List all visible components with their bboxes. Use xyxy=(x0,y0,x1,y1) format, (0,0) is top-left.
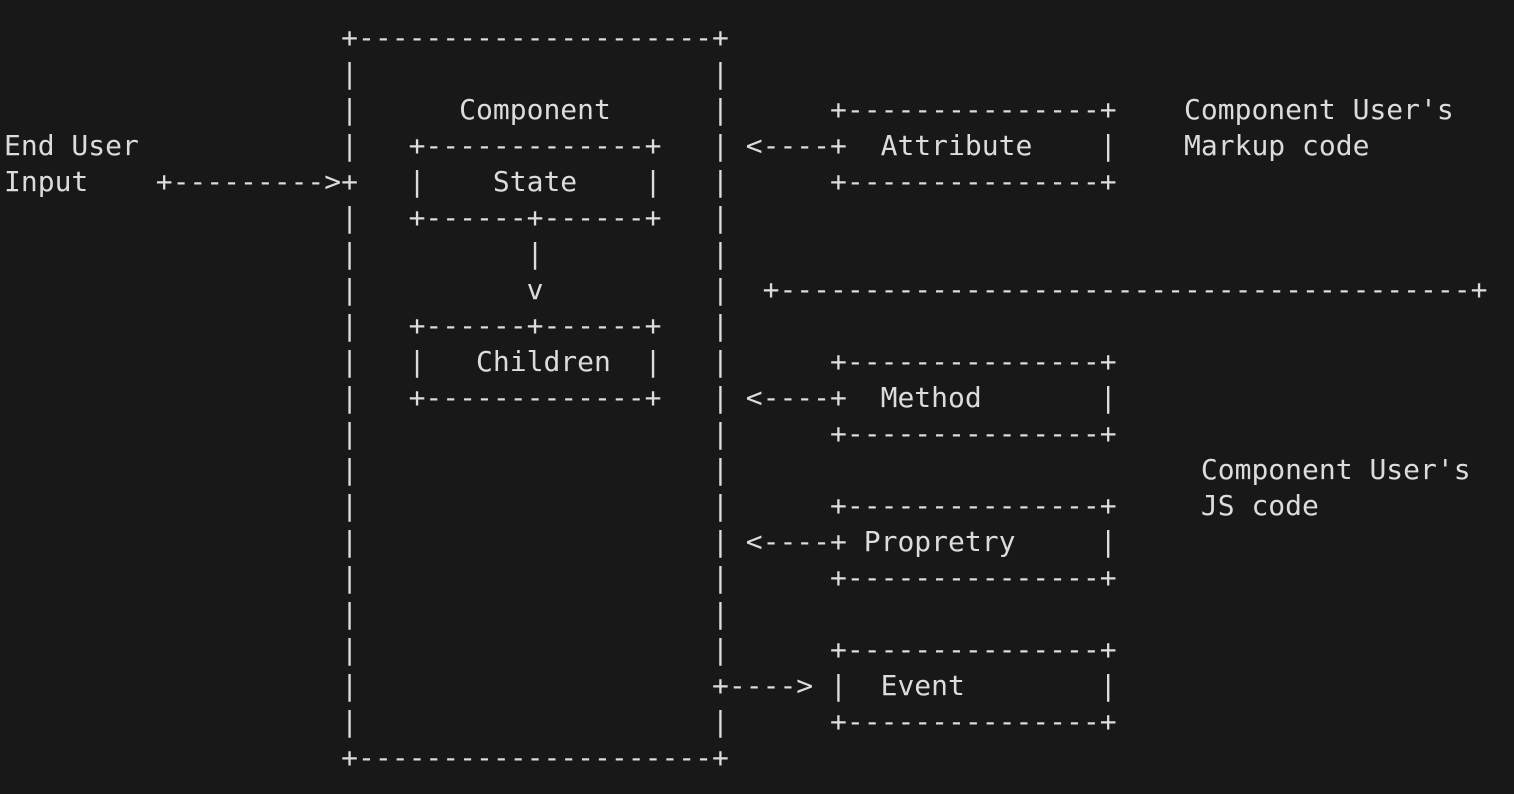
diagram-line-end-user-attribute: End User | +-------------+ | <----+ Attr… xyxy=(4,129,1370,162)
diagram-line-component-title: | Component | +---------------+ Componen… xyxy=(4,93,1454,126)
diagram-line-method: | +-------------+ | <----+ Method | xyxy=(4,381,1117,414)
diagram-line-top-border: +---------------------+ xyxy=(4,21,729,54)
diagram-line-input-state: Input +--------->+ | State | | +--------… xyxy=(4,165,1117,198)
diagram-line-property-bottom: | | +---------------+ xyxy=(4,561,1117,594)
diagram-line-property-top: | | +---------------+ JS code xyxy=(4,489,1319,522)
diagram-line-state-bottom: | +------+------+ | xyxy=(4,201,729,234)
diagram-line-js-code-label: | | Component User's xyxy=(4,453,1471,486)
diagram-line-children: | | Children | | +---------------+ xyxy=(4,345,1117,378)
diagram-line-arrow-separator: | v | +---------------------------------… xyxy=(4,273,1488,306)
diagram-line-event-bottom: | | +---------------+ xyxy=(4,705,1117,738)
diagram-line-method-bottom: | | +---------------+ xyxy=(4,417,1117,450)
diagram-line-property: | | <----+ Propretry | xyxy=(4,525,1117,558)
diagram-line-spacer: | | xyxy=(4,597,729,630)
diagram-line-children-top: | +------+------+ | xyxy=(4,309,729,342)
diagram-line-component-frame: | | xyxy=(4,57,729,90)
diagram-line-connector: | | | xyxy=(4,237,729,270)
diagram-line-event-top: | | +---------------+ xyxy=(4,633,1117,666)
ascii-diagram: +---------------------+ | | | Component … xyxy=(4,20,1487,776)
diagram-line-bottom-border: +---------------------+ xyxy=(4,741,729,774)
diagram-line-event: | +----> | Event | xyxy=(4,669,1117,702)
